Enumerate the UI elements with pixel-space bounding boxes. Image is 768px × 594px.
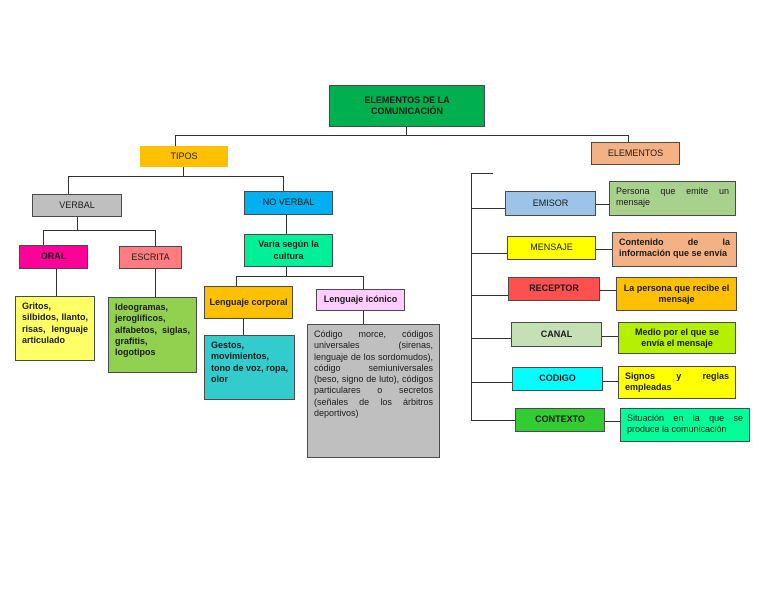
codigo-node: CODIGO: [512, 367, 603, 391]
connector: [363, 311, 364, 324]
connector: [283, 176, 284, 191]
connector: [596, 249, 612, 250]
oral-node: ORAL: [19, 245, 88, 269]
contexto-description-text: Situación en la que se produce la comuni…: [627, 413, 743, 435]
mensaje-node: MENSAJE: [507, 236, 596, 260]
connector: [471, 253, 507, 254]
connector: [77, 217, 78, 230]
emisor-node: EMISOR: [505, 191, 596, 216]
connector: [175, 135, 176, 146]
connector: [603, 381, 618, 382]
connector: [236, 276, 237, 286]
connector: [243, 319, 244, 335]
no-verbal-node: NO VERBAL: [244, 191, 333, 215]
corporal-description-text: Gestos, movimientos, tono de voz, ropa, …: [211, 340, 289, 384]
connector: [155, 269, 156, 297]
connector: [43, 230, 156, 231]
escrita-description-text: Ideogramas, jeroglíficos, alfabetos, sig…: [115, 302, 190, 357]
connector: [471, 420, 515, 421]
connector: [68, 176, 69, 194]
connector: [471, 338, 511, 339]
oral-description: Gritos, silbidos, llanto, risas, lenguaj…: [15, 296, 95, 361]
escrita-description: Ideogramas, jeroglíficos, alfabetos, sig…: [108, 297, 197, 373]
connector: [471, 382, 512, 383]
connector: [471, 173, 493, 174]
tipos-node: TIPOS: [140, 146, 228, 167]
connector: [363, 276, 364, 289]
connector: [68, 176, 284, 177]
connector: [175, 135, 629, 136]
connector: [183, 167, 184, 176]
varia-node: Varía según la cultura: [244, 234, 333, 267]
connector: [596, 204, 609, 205]
connector: [471, 208, 505, 209]
canal-description: Medio por el que se envía el mensaje: [618, 322, 736, 354]
contexto-node: CONTEXTO: [515, 408, 605, 432]
elementos-node: ELEMENTOS: [591, 142, 680, 165]
verbal-node: VERBAL: [32, 194, 122, 217]
escrita-node: ESCRITA: [119, 246, 182, 269]
connector: [605, 421, 620, 422]
corporal-description: Gestos, movimientos, tono de voz, ropa, …: [204, 335, 295, 400]
connector: [236, 276, 364, 277]
connector: [602, 336, 618, 337]
connector: [43, 230, 44, 245]
mensaje-description-text: Contenido de la información que se envía: [619, 237, 730, 259]
connector: [155, 230, 156, 246]
iconico-description-text: Código morce, códigos universales (siren…: [314, 329, 433, 418]
codigo-description-text: Signos y reglas empleadas: [625, 371, 729, 393]
iconico-node: Lenguaje icónico: [316, 289, 405, 311]
connector: [406, 126, 407, 135]
mensaje-description: Contenido de la información que se envía: [612, 232, 737, 267]
emisor-description: Persona que emite un mensaje: [609, 181, 736, 216]
connector: [286, 215, 287, 234]
connector: [56, 269, 57, 296]
connector: [286, 267, 287, 276]
receptor-node: RECEPTOR: [508, 277, 600, 301]
connector: [600, 290, 616, 291]
canal-node: CANAL: [511, 322, 602, 347]
contexto-description: Situación en la que se produce la comuni…: [620, 408, 750, 442]
iconico-description: Código morce, códigos universales (siren…: [307, 324, 440, 458]
connector: [628, 135, 629, 142]
emisor-description-text: Persona que emite un mensaje: [616, 186, 729, 208]
corporal-node: Lenguaje corporal: [204, 286, 293, 319]
title-node: ELEMENTOS DE LA COMUNICACIÓN: [329, 85, 485, 127]
connector: [471, 295, 508, 296]
connector: [471, 173, 472, 420]
receptor-description: La persona que recibe el mensaje: [616, 277, 737, 311]
oral-description-text: Gritos, silbidos, llanto, risas, lenguaj…: [22, 301, 88, 345]
codigo-description: Signos y reglas empleadas: [618, 366, 736, 399]
